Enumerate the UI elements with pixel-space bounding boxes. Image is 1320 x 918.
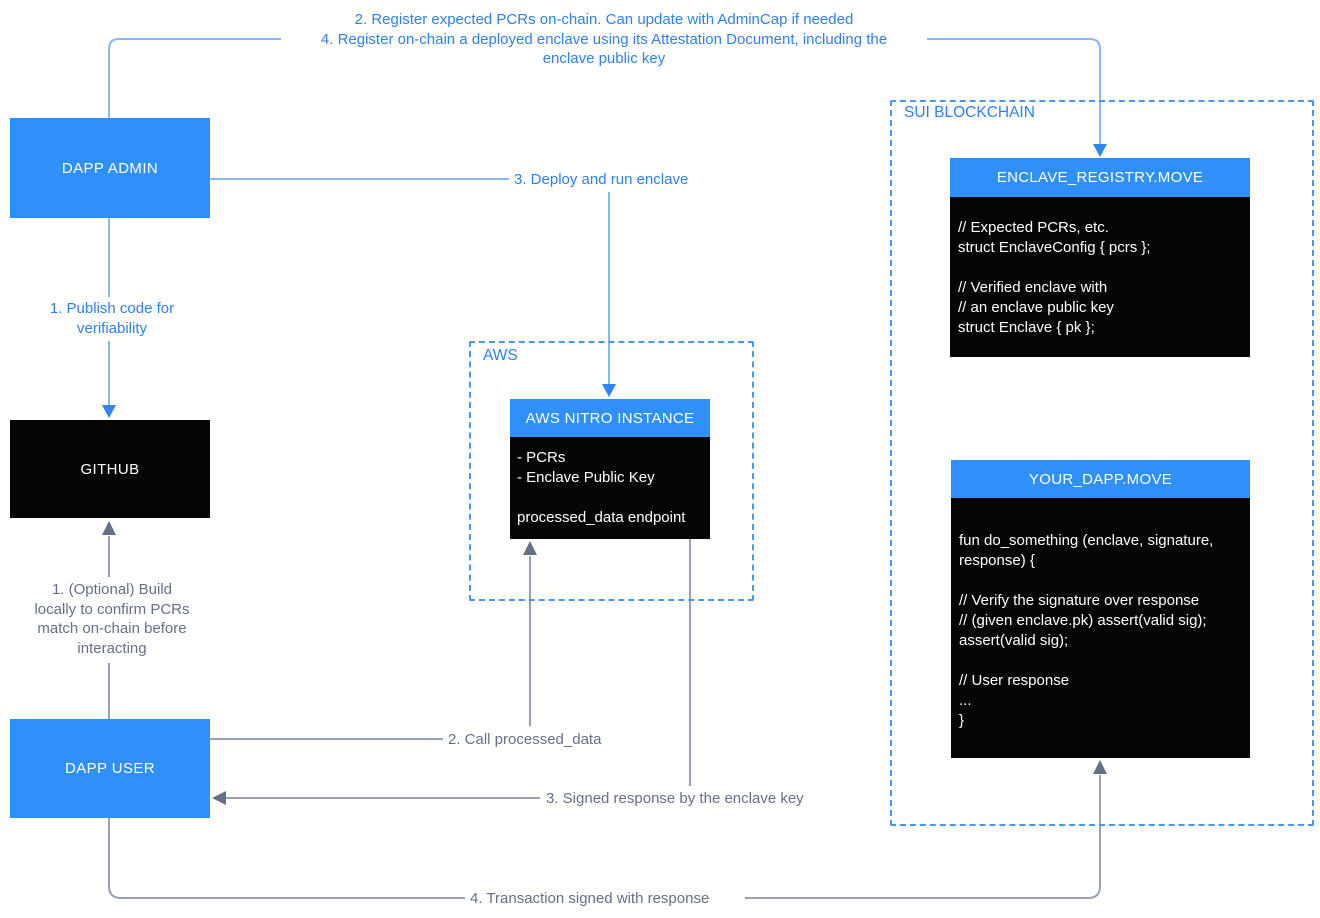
arrowhead-up-into-github (102, 521, 116, 535)
edge-label-signed-response: 3. Signed response by the enclave key (544, 789, 806, 809)
aws-nitro-line: processed_data endpoint (517, 509, 686, 526)
aws-group-label: AWS (481, 347, 520, 365)
node-your-dapp: YOUR_DAPP.MOVE fun do_something (enclave… (951, 460, 1250, 758)
edge-register-right (927, 38, 1101, 144)
top-note: 2. Register expected PCRs on-chain. Can … (244, 10, 964, 69)
your-dapp-line (959, 571, 1242, 591)
node-github: GITHUB (10, 420, 210, 518)
sui-group-frame: SUI BLOCKCHAIN (890, 100, 1314, 826)
arrowhead-into-dapp-user (212, 791, 226, 805)
enclave-registry-line: // Expected PCRs, etc. (958, 219, 1109, 236)
enclave-registry-line: // Verified enclave with (958, 279, 1108, 296)
node-dapp-admin-label: DAPP ADMIN (61, 159, 159, 177)
your-dapp-line: fun do_something (enclave, signature, (959, 532, 1214, 549)
your-dapp-line: } (959, 712, 965, 729)
node-github-label: GITHUB (80, 460, 140, 478)
edge-label-deploy: 3. Deploy and run enclave (512, 170, 691, 190)
your-dapp-title: YOUR_DAPP.MOVE (951, 460, 1250, 498)
top-note-line3: enclave public key (539, 50, 669, 67)
your-dapp-line: // Verify the signature over response (959, 592, 1200, 609)
node-dapp-admin: DAPP ADMIN (10, 118, 210, 218)
arrowhead-into-github (102, 405, 116, 418)
node-aws-nitro-instance: AWS NITRO INSTANCE - PCRs - Enclave Publ… (510, 399, 710, 539)
edge-transaction-left (108, 818, 465, 899)
arrowhead-into-registry (1093, 144, 1107, 157)
aws-group-frame: AWS (469, 341, 754, 601)
enclave-registry-line: // an enclave public key (958, 299, 1114, 316)
enclave-registry-line: struct EnclaveConfig { pcrs }; (958, 239, 1151, 256)
enclave-registry-line: struct Enclave { pk }; (958, 319, 1095, 336)
arrowhead-into-nitro (602, 384, 616, 397)
your-dapp-line: // (given enclave.pk) assert(valid sig); (959, 612, 1207, 629)
aws-nitro-line: - Enclave Public Key (517, 469, 655, 486)
edge-label-optional-build: 1. (Optional) Build locally to confirm P… (15, 580, 209, 658)
arrowhead-up-into-yourdapp (1093, 760, 1107, 774)
node-dapp-user-label: DAPP USER (64, 760, 156, 777)
edge-label-publish: 1. Publish code for verifiability (20, 299, 204, 338)
aws-nitro-title: AWS NITRO INSTANCE (510, 399, 710, 437)
node-dapp-user: DAPP USER (10, 719, 210, 818)
enclave-registry-title: ENCLAVE_REGISTRY.MOVE (950, 158, 1250, 197)
aws-nitro-line (517, 488, 703, 508)
top-note-line2: 4. Register on-chain a deployed enclave … (317, 30, 891, 48)
sui-group-label: SUI BLOCKCHAIN (902, 104, 1037, 122)
enclave-registry-line (958, 258, 1242, 278)
arrowhead-up-into-nitro (523, 541, 537, 555)
your-dapp-line: assert(valid sig); (959, 632, 1069, 649)
top-note-line1: 2. Register expected PCRs on-chain. Can … (351, 11, 857, 28)
edge-label-call: 2. Call processed_data (446, 730, 604, 750)
edge-transaction-right (745, 775, 1101, 899)
edge-register-left (108, 38, 281, 118)
your-dapp-line (959, 651, 1242, 671)
node-enclave-registry: ENCLAVE_REGISTRY.MOVE // Expected PCRs, … (950, 158, 1250, 357)
your-dapp-line: response) { (959, 552, 1035, 569)
your-dapp-line: // User response (959, 672, 1070, 689)
your-dapp-line: ... (959, 692, 972, 709)
edge-label-transaction: 4. Transaction signed with response (468, 889, 712, 909)
aws-nitro-line: - PCRs (517, 449, 566, 466)
